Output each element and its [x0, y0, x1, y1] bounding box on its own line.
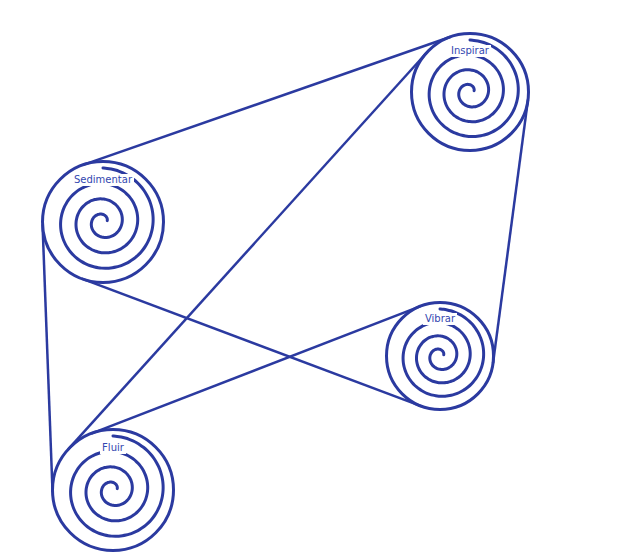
connector-line [493, 100, 528, 363]
spiral-node: Inspirar [410, 32, 530, 152]
spiral-line [61, 168, 154, 268]
connector-line [83, 37, 451, 165]
spiral-node: Vibrar [385, 301, 495, 411]
spiral-rim [53, 430, 174, 551]
spiral-rim [412, 34, 529, 151]
spiral-node: Sedimentar [41, 160, 165, 284]
spiral-line [429, 40, 518, 137]
connector-line [91, 306, 421, 433]
node-label: Fluir [100, 442, 126, 454]
connector-line [43, 224, 53, 492]
spiral-rim [387, 303, 494, 410]
node-label: Inspirar [449, 45, 491, 57]
spiral-node: Fluir [51, 428, 175, 552]
node-label: Vibrar [423, 313, 457, 325]
spiral-rim [43, 162, 164, 283]
spiral-line [71, 436, 164, 536]
connector-line [82, 279, 421, 406]
connector-line [68, 53, 426, 450]
node-label: Sedimentar [72, 174, 134, 186]
spiral-line [403, 309, 484, 396]
